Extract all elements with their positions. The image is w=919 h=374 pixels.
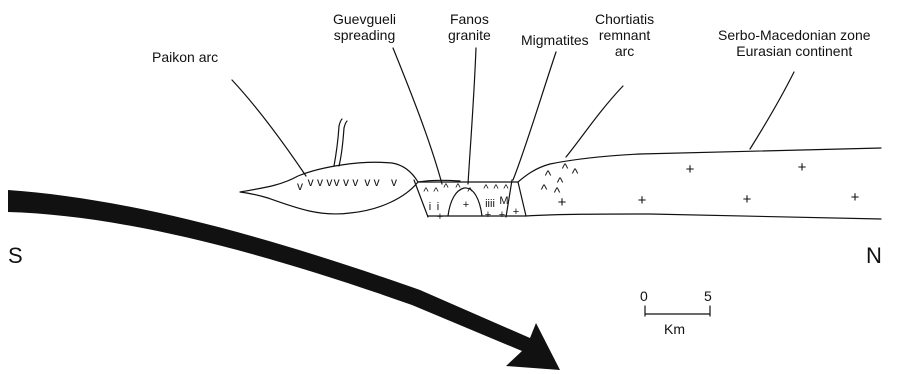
- svg-text:^: ^: [433, 186, 439, 198]
- svg-text:^: ^: [572, 165, 579, 181]
- svg-text:v: v: [391, 175, 397, 189]
- svg-text:^: ^: [541, 181, 548, 197]
- direction-south: S: [8, 244, 23, 268]
- svg-text:v v v: v v v: [308, 175, 333, 189]
- svg-text:^: ^: [503, 183, 509, 195]
- serbo-macedonian-block: [640, 148, 881, 154]
- label-chortiatis-line2: remnant: [595, 27, 654, 43]
- label-guevgueli-spreading: Guevgueli spreading: [333, 11, 396, 43]
- svg-text:^: ^: [483, 183, 489, 195]
- svg-text:^: ^: [455, 182, 461, 194]
- direction-north: N: [866, 244, 882, 268]
- chortiatis-leader: [566, 86, 623, 157]
- label-migmatites: Migmatites: [521, 32, 589, 48]
- svg-text:^: ^: [423, 186, 429, 198]
- label-guevgueli-line2: spreading: [333, 27, 396, 43]
- svg-text:^: ^: [443, 182, 449, 194]
- svg-text:v v: v v: [364, 175, 379, 189]
- volcano-plume: [334, 126, 339, 166]
- svg-text:+: +: [558, 194, 567, 211]
- svg-text:^: ^: [493, 183, 499, 195]
- label-chortiatis-remnant-arc: Chortiatis remnant arc: [595, 11, 654, 59]
- svg-text:v v v: v v v: [334, 175, 359, 189]
- label-serbo-macedonian: Serbo-Macedonian zone Eurasian continent: [718, 27, 871, 59]
- label-chortiatis-line1: Chortiatis: [595, 11, 654, 27]
- svg-text:^: ^: [467, 186, 473, 198]
- svg-text:+: +: [499, 209, 505, 221]
- svg-text:i: i: [429, 201, 431, 213]
- serbo-leader: [750, 72, 794, 149]
- guevgueli-leader: [393, 48, 442, 184]
- label-fanos-granite: Fanos granite: [448, 11, 491, 43]
- paikon-leader: [232, 80, 306, 176]
- label-serbo-line2: Eurasian continent: [718, 43, 871, 59]
- label-fanos-line1: Fanos: [448, 11, 491, 27]
- scale-min-label: 0: [640, 288, 648, 304]
- svg-text:+: +: [638, 192, 647, 209]
- label-fanos-line2: granite: [448, 27, 491, 43]
- svg-text:+: +: [437, 211, 443, 223]
- svg-text:v: v: [297, 179, 303, 193]
- label-serbo-line1: Serbo-Macedonian zone: [718, 27, 871, 43]
- svg-text:+: +: [485, 209, 491, 221]
- svg-text:M: M: [499, 195, 508, 207]
- label-chortiatis-line3: arc: [595, 43, 654, 59]
- svg-text:+: +: [743, 191, 752, 208]
- svg-text:+: +: [686, 161, 695, 178]
- scale-bar-line: [645, 306, 710, 316]
- subduction-slab-arrow: [8, 190, 560, 370]
- fanos-leader: [468, 48, 476, 184]
- svg-text:+: +: [463, 199, 469, 211]
- scale-unit-label: Km: [664, 321, 685, 337]
- label-guevgueli-line1: Guevgueli: [333, 11, 396, 27]
- label-paikon-arc: Paikon arc: [152, 49, 218, 65]
- migmatites-leader: [513, 52, 556, 180]
- svg-text:+: +: [851, 189, 860, 206]
- svg-text:+: +: [513, 206, 519, 218]
- svg-text:+: +: [798, 159, 807, 176]
- scale-max-label: 5: [704, 288, 712, 304]
